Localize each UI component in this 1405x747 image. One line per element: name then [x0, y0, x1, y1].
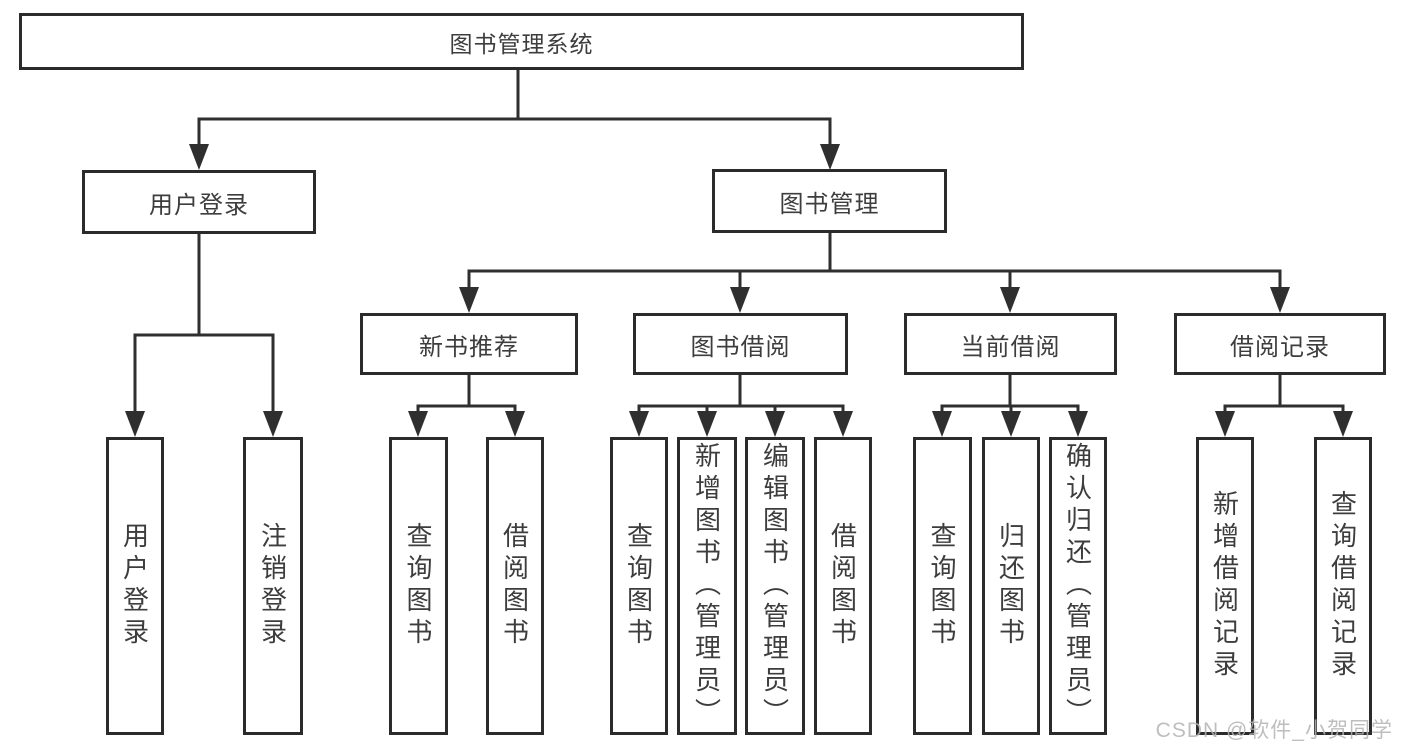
- node-book-management: 图书管理: [712, 169, 947, 233]
- node-label: 用户登录: [119, 522, 150, 650]
- node-label: 查询借阅记录: [1327, 490, 1358, 682]
- node-label: 编辑图书（管理员）: [759, 442, 790, 730]
- leaf-logout: 注销登录: [243, 437, 303, 735]
- node-book-borrowing: 图书借阅: [633, 313, 848, 375]
- leaf-user-login: 用户登录: [106, 437, 164, 735]
- leaf-query-borrow-record: 查询借阅记录: [1314, 437, 1372, 735]
- leaf-edit-book-admin: 编辑图书（管理员）: [745, 437, 805, 735]
- leaf-query-books-current: 查询图书: [913, 437, 972, 735]
- leaf-confirm-return-admin: 确认归还（管理员）: [1049, 437, 1107, 735]
- node-label: 查询图书: [927, 522, 957, 650]
- node-borrowing-records: 借阅记录: [1174, 313, 1386, 375]
- node-library-management-system: 图书管理系统: [19, 13, 1024, 70]
- node-label: 新书推荐: [419, 333, 519, 361]
- node-label: 查询图书: [623, 522, 654, 650]
- leaf-add-book-admin: 新增图书（管理员）: [677, 437, 737, 735]
- node-user-login: 用户登录: [82, 170, 316, 234]
- node-label: 用户登录: [149, 191, 249, 219]
- leaf-query-books-recommend: 查询图书: [389, 437, 448, 735]
- leaf-query-books-borrowing: 查询图书: [610, 437, 668, 735]
- node-label: 图书管理: [779, 190, 880, 218]
- node-label: 图书管理系统: [449, 30, 594, 57]
- node-label: 确认归还（管理员）: [1062, 442, 1093, 730]
- node-label: 注销登录: [257, 522, 288, 650]
- node-label: 新增图书（管理员）: [691, 442, 722, 730]
- leaf-return-book: 归还图书: [982, 437, 1040, 735]
- node-new-book-recommendation: 新书推荐: [360, 313, 578, 375]
- leaf-add-borrow-record: 新增借阅记录: [1196, 437, 1254, 735]
- node-current-borrowing: 当前借阅: [904, 313, 1117, 375]
- node-label: 图书借阅: [690, 333, 791, 361]
- node-label: 借阅图书: [827, 522, 858, 650]
- node-label: 新增借阅记录: [1209, 490, 1240, 682]
- node-label: 查询图书: [403, 522, 433, 650]
- leaf-borrow-books-recommend: 借阅图书: [486, 437, 544, 735]
- node-label: 当前借阅: [960, 333, 1061, 361]
- node-label: 借阅记录: [1230, 333, 1330, 361]
- leaf-borrow-books-borrowing: 借阅图书: [814, 437, 872, 735]
- csdn-watermark: CSDN @软件_小贺同学: [1155, 719, 1393, 742]
- node-label: 借阅图书: [499, 522, 530, 650]
- node-label: 归还图书: [995, 522, 1026, 650]
